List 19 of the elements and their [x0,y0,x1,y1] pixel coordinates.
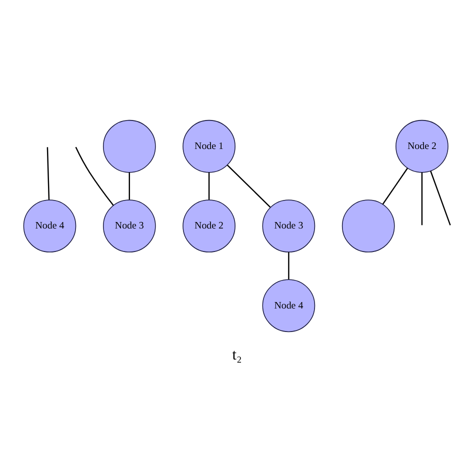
connector [430,170,451,225]
node-circle: Node 4 [262,278,316,332]
connector [421,172,423,225]
connector [46,146,50,200]
node-circle: Node 2 [182,199,236,252]
caption: t₂ [232,346,242,363]
connector [382,167,408,204]
node-circle: Node 1 [182,119,236,172]
connector [288,252,290,279]
connector [75,146,114,206]
connector [128,172,130,200]
node-circle: Node 4 [23,199,76,252]
connector [208,172,210,200]
node-circle [342,199,395,252]
node-circle: Node 3 [262,199,316,252]
node-circle [102,119,156,172]
connector [226,164,271,208]
node-circle: Node 3 [102,199,156,252]
node-circle: Node 2 [396,119,448,172]
